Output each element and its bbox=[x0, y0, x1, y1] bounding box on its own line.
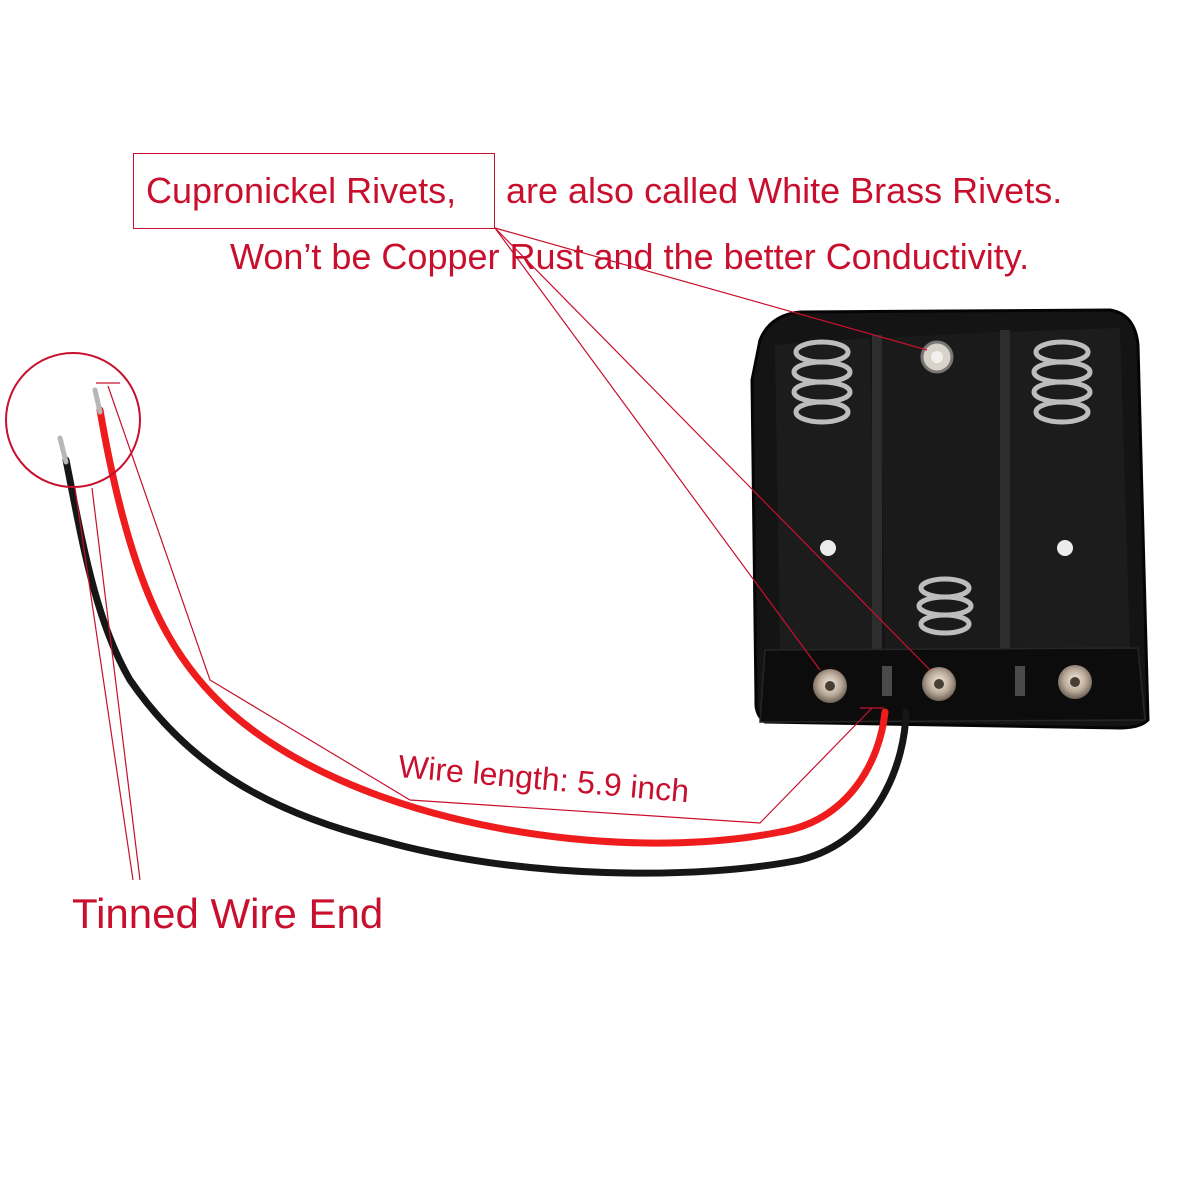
leader-lines bbox=[74, 227, 931, 881]
rivets-name-label: Cupronickel Rivets, bbox=[146, 170, 457, 211]
spring-contact-left bbox=[791, 339, 853, 425]
rivets-description-label: are also called White Brass Rivets. bbox=[506, 170, 1063, 211]
rivet-right bbox=[1058, 665, 1092, 699]
red-wire bbox=[96, 406, 889, 847]
rivets-highlight-box bbox=[133, 153, 495, 229]
red-wire-tinned-tip bbox=[92, 387, 103, 415]
black-wire bbox=[62, 456, 910, 877]
black-wire-tinned-tip bbox=[57, 435, 69, 465]
spring-contact-bottom bbox=[916, 576, 974, 636]
rivets-benefit-label: Won’t be Copper Rust and the better Cond… bbox=[230, 236, 1030, 277]
wire-end-callout-circle bbox=[5, 352, 141, 488]
rivet-middle bbox=[922, 667, 956, 701]
spring-contact-right bbox=[1031, 339, 1093, 425]
tinned-wire-end-label: Tinned Wire End bbox=[72, 890, 384, 937]
battery-holder bbox=[750, 308, 1150, 730]
rivet-left bbox=[813, 669, 847, 703]
